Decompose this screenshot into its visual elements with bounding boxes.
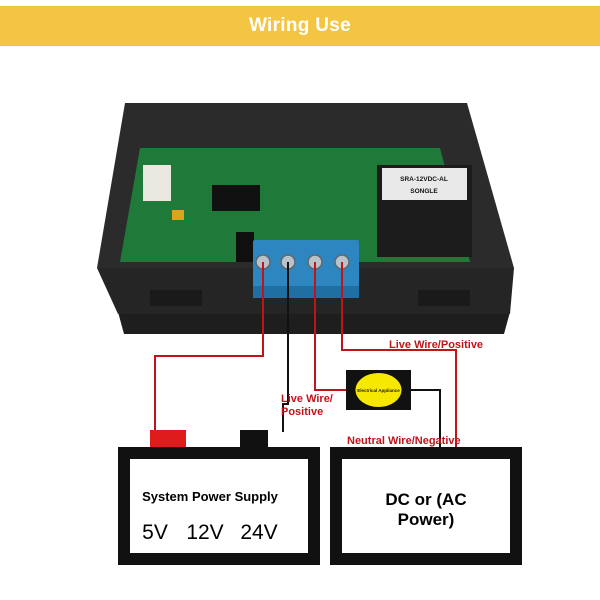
- ic-chip: [212, 185, 260, 211]
- enclosure-clip-right: [418, 290, 470, 306]
- power-source-line2: Power): [398, 510, 455, 529]
- live-wire-positive-label-top: Live Wire/Positive: [389, 339, 483, 351]
- power-source-line1: DC or (AC: [385, 490, 466, 509]
- voltage-12v: 12V: [186, 521, 223, 544]
- electrical-appliance: Electrical Appliance: [346, 370, 411, 410]
- power-supply-title: System Power Supply: [142, 489, 279, 504]
- positive-terminal: [150, 430, 186, 452]
- enclosure-clip-left: [150, 290, 202, 306]
- wire-live-positive: [341, 262, 457, 450]
- live-wire-label-line2: Positive: [281, 406, 323, 418]
- terminal-block: [253, 240, 359, 296]
- relay-brand: SONGLE: [410, 188, 438, 195]
- terminal-block-base: [253, 286, 359, 298]
- live-wire-label-line1: Live Wire/: [281, 393, 333, 405]
- system-power-supply: System Power Supply 5V 12V 24V: [118, 430, 320, 565]
- load-power-source: DC or (AC Power): [330, 447, 522, 565]
- title-banner: Wiring Use: [0, 6, 600, 46]
- wire-supply-positive: [154, 262, 264, 432]
- wire-load-live: [314, 262, 346, 391]
- appliance-label: Electrical Appliance: [357, 388, 400, 393]
- appliance-lamp: [355, 373, 402, 407]
- relay-label-plate: [382, 168, 467, 200]
- voltage-5v: 5V: [142, 521, 168, 544]
- wire-supply-negative: [282, 262, 289, 432]
- power-supply-box: [118, 447, 320, 565]
- white-connector: [143, 165, 171, 201]
- capacitor: [172, 210, 184, 220]
- controller-module: SRA-12VDC-AL SONGLE: [97, 103, 514, 334]
- wire-neutral: [411, 389, 441, 450]
- voltage-24v: 24V: [240, 521, 277, 544]
- load-power-box: [330, 447, 522, 565]
- negative-terminal: [240, 430, 268, 452]
- banner-title: Wiring Use: [248, 15, 352, 36]
- ic-chip-small: [236, 232, 254, 262]
- relay-marking: SRA-12VDC-AL: [400, 176, 448, 183]
- wires: [154, 262, 457, 450]
- neutral-wire-negative-label: Neutral Wire/Negative: [347, 435, 461, 447]
